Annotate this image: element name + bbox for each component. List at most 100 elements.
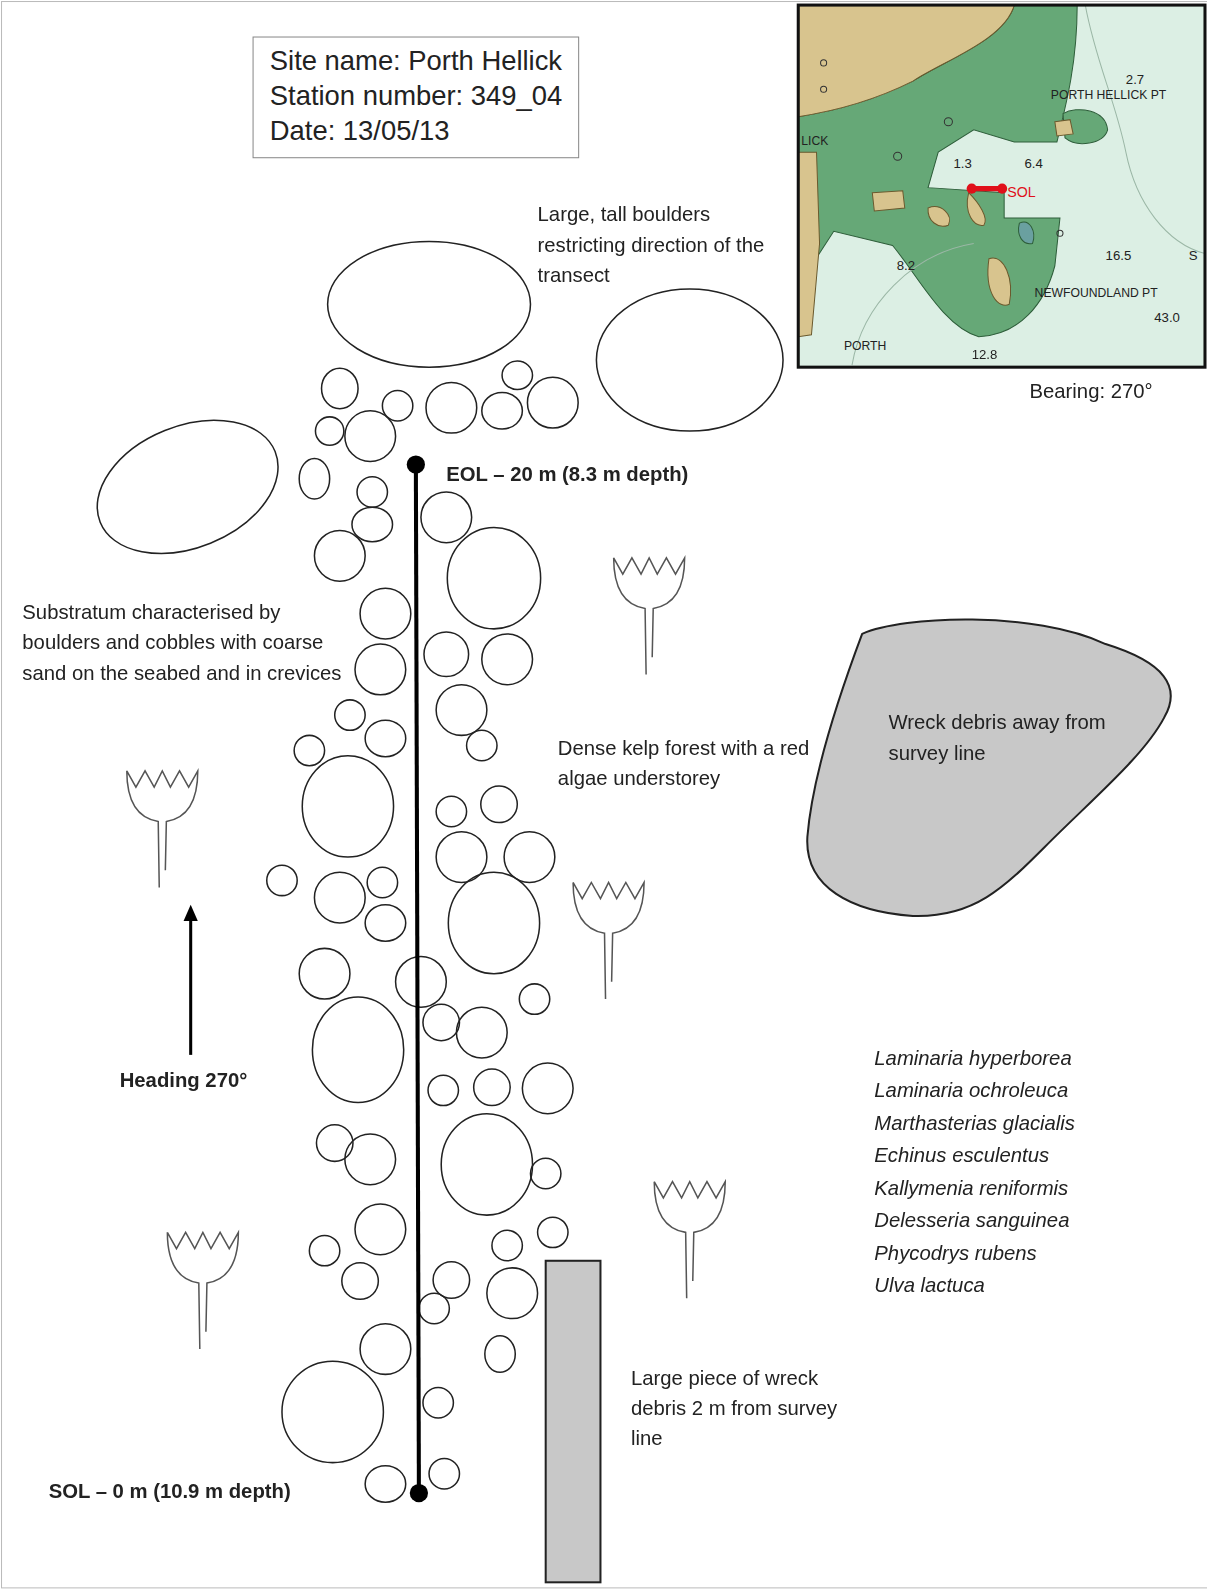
map-frame	[798, 5, 1205, 367]
kelp-symbol	[573, 882, 644, 999]
transect-label: Heading 270°	[120, 1065, 248, 1095]
cobble	[365, 905, 406, 942]
species-name: Echinus esculentus	[874, 1140, 1049, 1170]
note: Bearing: 270°	[1030, 375, 1153, 405]
rock	[928, 207, 950, 226]
cobble	[355, 1204, 406, 1255]
cobble	[423, 1388, 453, 1418]
cobble	[538, 1217, 568, 1247]
map-label: 12.8	[972, 348, 998, 363]
cobble	[481, 786, 518, 823]
map-label: SOL	[1007, 185, 1035, 201]
species-name: Kallymenia reniformis	[874, 1173, 1068, 1203]
cobble	[419, 1293, 449, 1323]
boulders	[77, 241, 783, 578]
end-of-line	[407, 455, 425, 473]
sea	[798, 5, 1205, 367]
cobble	[367, 867, 397, 897]
cobble	[424, 632, 469, 677]
cobble	[423, 1004, 460, 1041]
transect-end	[967, 184, 977, 194]
transect-label: SOL – 0 m (10.9 m depth)	[49, 1476, 291, 1506]
cobble	[492, 1230, 522, 1260]
wreck-debris	[546, 1261, 601, 1583]
note: Dense kelp forest with a red algae under…	[558, 732, 847, 793]
cobble	[357, 477, 387, 507]
cobble	[504, 832, 555, 883]
cobble	[314, 872, 365, 923]
cobble	[294, 735, 324, 765]
debris-outline	[801, 614, 1178, 920]
kelp-symbol	[167, 1232, 238, 1349]
species-name: Laminaria hyperborea	[874, 1043, 1071, 1073]
heading-arrow	[189, 918, 192, 1055]
land	[798, 152, 819, 337]
cobble	[312, 997, 403, 1102]
cobble	[342, 1263, 379, 1300]
cobble	[441, 1114, 532, 1215]
debris-label: Wreck debris away from survey line	[889, 707, 1112, 768]
cobble	[436, 685, 487, 736]
large-boulder	[328, 241, 531, 367]
cobble	[316, 1125, 353, 1162]
map-label: NEWFOUNDLAND PT	[1035, 287, 1158, 300]
arrow-head	[184, 905, 198, 921]
cobble	[530, 1158, 560, 1188]
transect-line	[416, 465, 419, 1494]
cobble	[282, 1361, 383, 1462]
transect-label: EOL – 20 m (8.3 m depth)	[446, 458, 688, 488]
map-label: 1.3	[953, 157, 971, 172]
map-symbol	[821, 60, 827, 66]
rock	[967, 193, 985, 226]
land	[798, 5, 1014, 117]
note: Large piece of wreck debris 2 m from sur…	[631, 1362, 839, 1453]
cobble	[345, 1134, 396, 1185]
cobble	[448, 872, 539, 973]
large-boulder	[77, 395, 298, 579]
species-name: Laminaria ochroleuca	[874, 1075, 1068, 1105]
cobble	[467, 730, 497, 760]
info-line: Site name: Porth Hellick	[270, 44, 562, 79]
cobble	[345, 411, 396, 462]
cobble	[487, 1268, 538, 1319]
cobble	[428, 1075, 458, 1105]
cobble	[365, 720, 406, 757]
species-name: Marthasterias glacialis	[874, 1108, 1075, 1138]
wreck-debris-area: Wreck debris away from survey line	[801, 614, 1178, 920]
map-label: 16.5	[1106, 249, 1132, 264]
cobble	[519, 984, 549, 1014]
kelp-symbol	[127, 771, 198, 888]
start-of-line	[410, 1484, 428, 1502]
map-symbol	[1057, 230, 1063, 236]
cobble	[482, 634, 533, 685]
cobble	[355, 644, 406, 695]
map-symbol	[894, 152, 902, 160]
cobble	[527, 377, 578, 428]
cobble	[447, 527, 540, 628]
cobble	[309, 1235, 339, 1265]
cobble	[352, 507, 393, 541]
kelp-symbol	[614, 558, 685, 675]
species-name: Ulva lactuca	[874, 1270, 984, 1300]
cobble	[302, 756, 393, 857]
cobble	[365, 1466, 406, 1503]
cobble	[456, 1007, 507, 1058]
large-boulder	[596, 289, 783, 431]
rock	[1019, 222, 1034, 244]
map-label: 6.4	[1024, 157, 1042, 172]
cobble	[433, 1262, 470, 1299]
map-symbol	[944, 118, 952, 126]
cobble	[522, 1063, 573, 1114]
rock	[872, 191, 904, 211]
map-label: 2.7	[1126, 73, 1144, 88]
map-label: S	[1189, 249, 1198, 264]
cobble	[482, 393, 523, 430]
species-name: Delesseria sanguinea	[874, 1205, 1069, 1235]
cobble	[299, 458, 329, 499]
map-symbol	[821, 86, 827, 92]
cobble	[315, 417, 343, 445]
debris-shape	[807, 620, 1171, 916]
note: Large, tall boulders restricting directi…	[538, 199, 792, 290]
cobble	[299, 948, 350, 999]
